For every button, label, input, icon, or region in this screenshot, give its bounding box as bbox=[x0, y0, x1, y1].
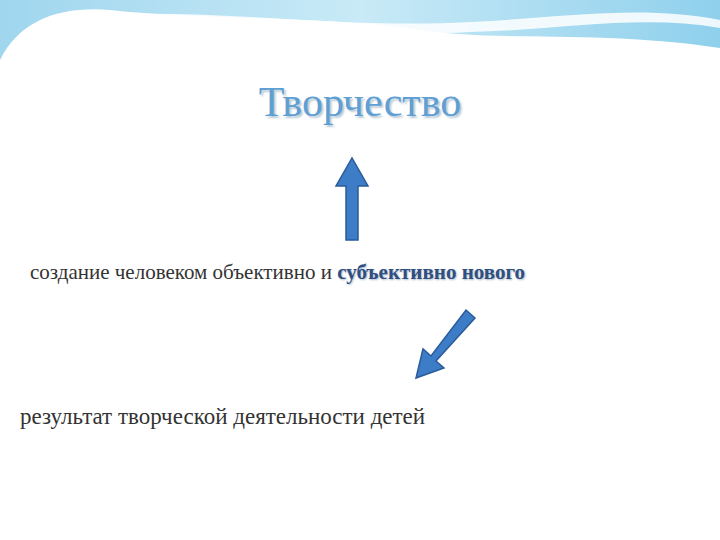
header-swoosh bbox=[60, 13, 720, 34]
slide-title: Творчество bbox=[0, 78, 720, 126]
header-wave bbox=[0, 0, 720, 60]
slide-text: результат творческой деятельности детей bbox=[20, 404, 425, 429]
slide-text: субъективно нового bbox=[337, 260, 525, 284]
up-arrow bbox=[336, 158, 368, 240]
text-block: результат творческой деятельности детей bbox=[20, 402, 700, 432]
text-block: создание человеком объективно исубъектив… bbox=[30, 256, 670, 288]
slide-text: создание человеком объективно и bbox=[30, 260, 332, 284]
diagonal-arrow bbox=[416, 310, 475, 378]
